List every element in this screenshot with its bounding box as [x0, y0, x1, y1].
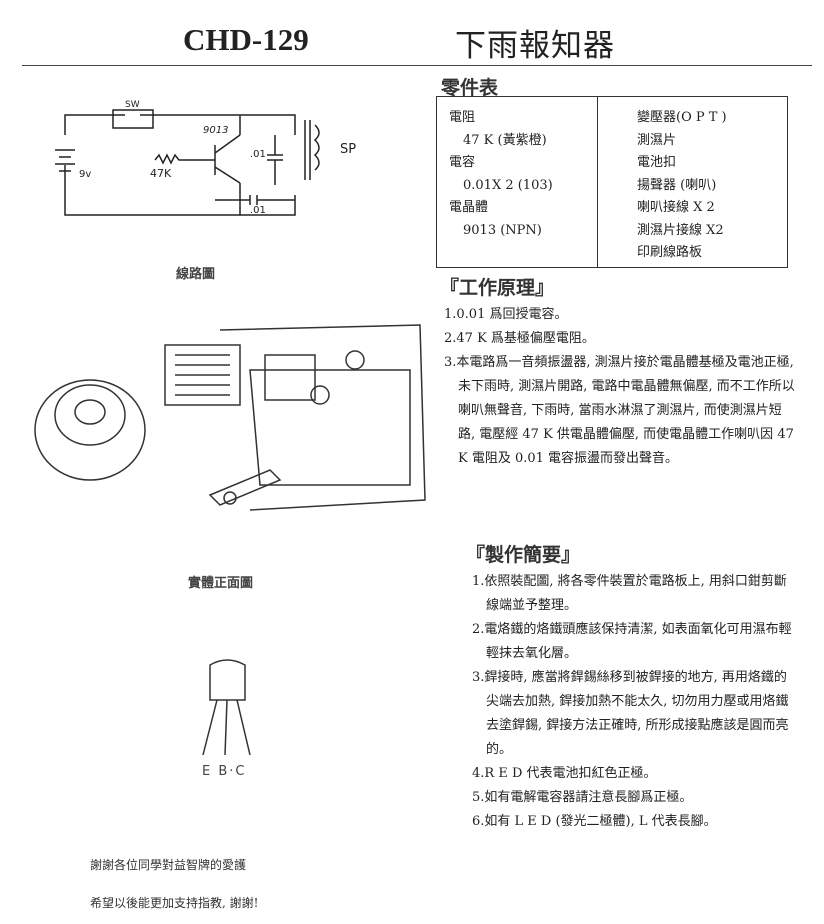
part-item: 測濕片: [637, 132, 677, 148]
circuit-caption: 線路圖: [176, 267, 216, 282]
footer-thanks: 謝謝各位同學對益智牌的愛護: [90, 858, 247, 872]
model-number: CHD-129: [183, 22, 309, 57]
parts-heading: 零件表: [441, 77, 499, 99]
step-item: 2.電烙鐵的烙鐵頭應該保持清潔, 如表面氧化可用濕布輕輕抹去氧化層。: [472, 622, 792, 661]
part-item: 電容: [449, 155, 476, 170]
step-item: 3.銲接時, 應當將銲錫絲移到被銲接的地方, 再用烙鐵的尖端去加熱, 銲接加熱不…: [472, 670, 789, 757]
parts-right-column: 變壓器(O P T ) 測濕片 電池扣 揚聲器 (喇叭) 喇叭接線 X 2 測濕…: [637, 107, 727, 265]
principle-item: 2.47 K 爲基極偏壓電阻。: [444, 331, 595, 346]
principle-item: 3.本電路爲一音頻振盪器, 測濕片接於電晶體基極及電池正極, 未下雨時, 測濕片…: [444, 355, 795, 466]
page-title: 下雨報知器: [455, 28, 615, 64]
part-item: 印刷線路板: [637, 245, 703, 260]
pin-labels: E B·C: [202, 764, 247, 779]
transistor-drawing: [202, 659, 251, 756]
part-item: 變壓器(O P T ): [637, 110, 727, 125]
part-item: 電池扣: [637, 155, 677, 170]
circuit-diagram: SW 9013 .01 .01 47K 9v SP: [55, 100, 356, 216]
principle-list: 1.0.01 爲回授電容。 2.47 K 爲基極偏壓電阻。 3.本電路爲一音頻振…: [444, 303, 804, 471]
board-caption: 實體正面圖: [188, 576, 254, 591]
steps-heading: 『製作簡要』: [466, 544, 581, 566]
parts-left-column: 電阻 47 K (黃紫橙) 電容 0.01X 2 (103) 電晶體 9013 …: [449, 107, 553, 242]
step-item: 4.R E D 代表電池扣紅色正極。: [472, 766, 657, 781]
part-item: 電阻: [449, 110, 476, 125]
step-item: 5.如有電解電容器請注意長腳爲正極。: [472, 790, 693, 805]
part-item: 9013 (NPN): [463, 222, 542, 238]
step-item: 1.依照裝配圖, 將各零件裝置於電路板上, 用斜口鉗剪斷線端並予整理。: [472, 574, 787, 613]
parts-table: 電阻 47 K (黃紫橙) 電容 0.01X 2 (103) 電晶體 9013 …: [436, 96, 788, 268]
speaker-label: SP: [340, 142, 356, 157]
header-divider: [22, 65, 812, 66]
transistor-label: 9013: [203, 125, 228, 136]
part-item: 電晶體: [449, 200, 489, 215]
table-divider: [597, 97, 598, 267]
part-item: 揚聲器 (喇叭): [637, 177, 717, 193]
switch-label: SW: [125, 100, 140, 110]
board-drawing: [34, 324, 426, 511]
part-item: 喇叭接線 X 2: [637, 200, 715, 215]
principle-item: 1.0.01 爲回授電容。: [444, 307, 568, 322]
capacitor-label: .01: [250, 149, 266, 160]
steps-list: 1.依照裝配圖, 將各零件裝置於電路板上, 用斜口鉗剪斷線端並予整理。 2.電烙…: [472, 570, 792, 834]
step-item: 6.如有 L E D (發光二極體), L 代表長腳。: [472, 814, 717, 829]
part-item: 47 K (黃紫橙): [463, 132, 547, 148]
part-item: 測濕片接線 X2: [637, 222, 724, 238]
footer-support: 希望以後能更加支持指教, 謝謝!: [90, 896, 259, 910]
capacitor-label-2: .01: [250, 205, 266, 216]
principle-heading: 『工作原理』: [440, 277, 555, 299]
battery-label: 9v: [79, 169, 91, 180]
resistor-label: 47K: [150, 167, 172, 180]
part-item: 0.01X 2 (103): [463, 177, 553, 193]
